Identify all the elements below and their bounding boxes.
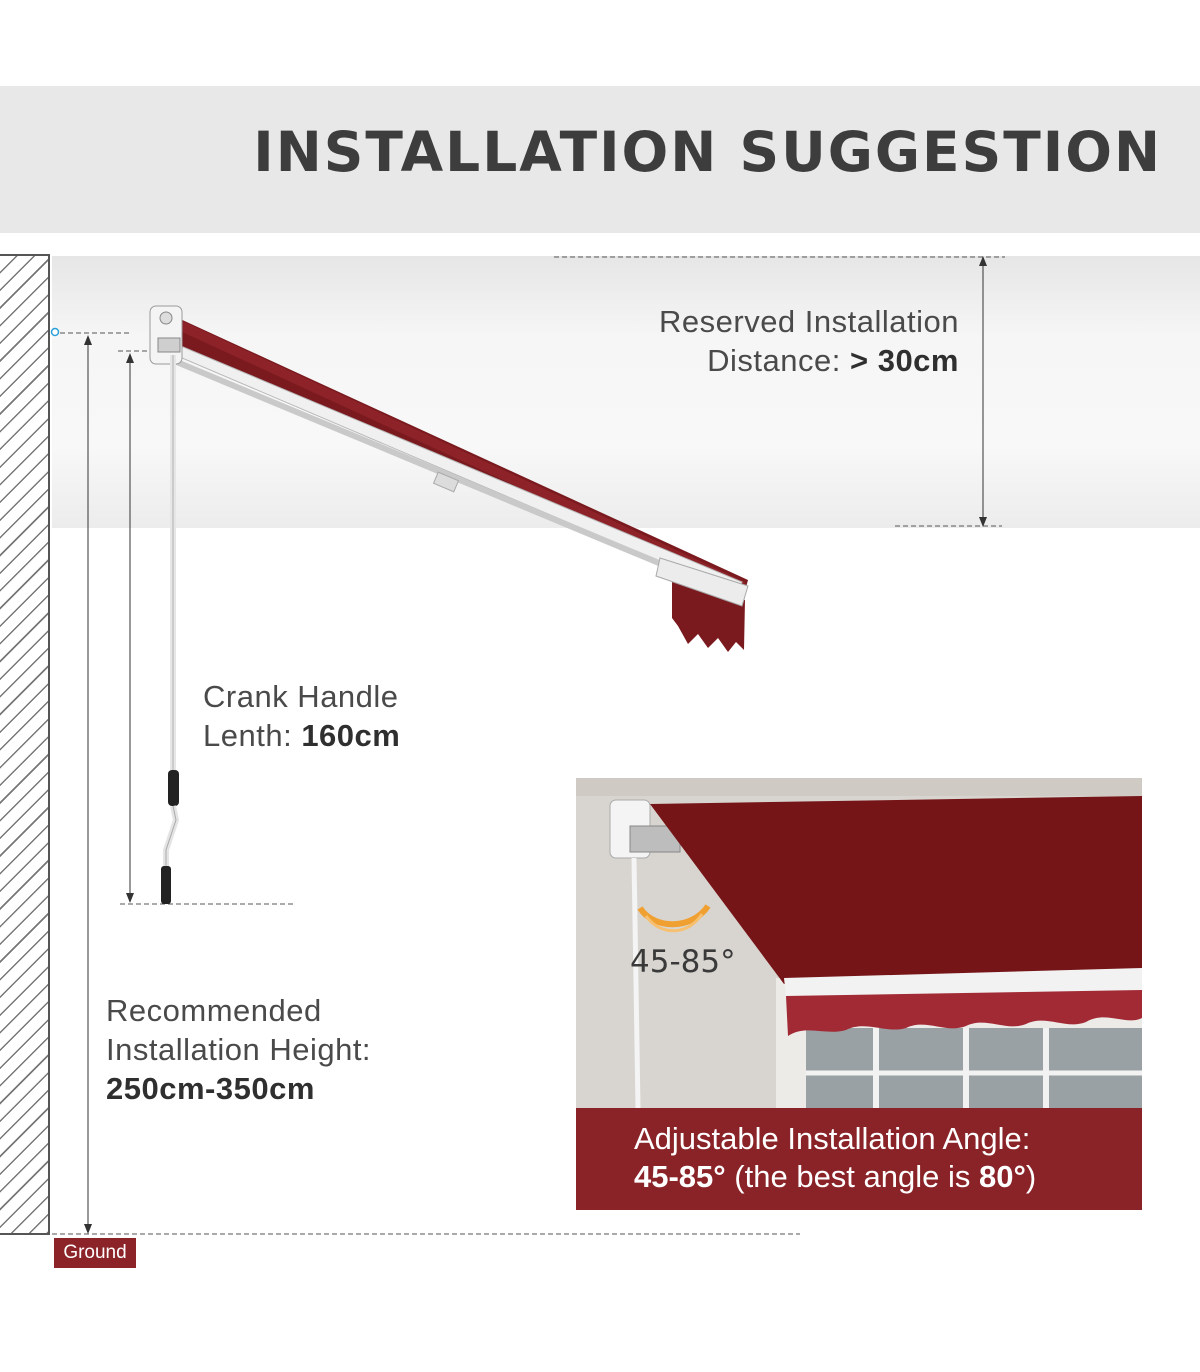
header-band — [0, 86, 1200, 233]
mount-point-marker — [50, 327, 60, 337]
folding-arm — [167, 343, 743, 595]
angle-caption-end: ) — [1025, 1159, 1037, 1194]
angle-caption-best: 80° — [979, 1159, 1026, 1194]
photo-awning-canopy — [650, 796, 1142, 984]
reserved-label-prefix: Distance: — [707, 343, 850, 378]
angle-caption-line1: Adjustable Installation Angle: — [634, 1121, 1031, 1156]
height-arrow — [84, 335, 92, 1234]
angle-caption-mid: (the best angle is — [725, 1159, 980, 1194]
crank-handle — [161, 355, 180, 904]
angle-caption-value: 45-85° — [634, 1159, 726, 1194]
height-label-value: 250cm-350cm — [106, 1071, 315, 1106]
height-label-line2: Installation Height: — [106, 1032, 372, 1067]
angle-photo-panel: 45-85° Adjustable Installation Angle: 45… — [576, 778, 1142, 1210]
crank-length-arrow — [126, 353, 134, 903]
crank-label-value: 160cm — [301, 718, 401, 753]
crank-label-prefix: Lenth: — [203, 718, 302, 753]
reserved-distance-label: Reserved Installation Distance: > 30cm — [659, 302, 959, 380]
page-title: INSTALLATION SUGGESTION — [253, 120, 1162, 184]
reserved-label-line1: Reserved Installation — [659, 304, 959, 339]
reserved-label-value: > 30cm — [849, 343, 959, 378]
reserved-distance-arrow — [979, 256, 987, 527]
crank-label-line1: Crank Handle — [203, 679, 399, 714]
height-label-line1: Recommended — [106, 993, 322, 1028]
angle-caption: Adjustable Installation Angle: 45-85° (t… — [576, 1108, 1142, 1210]
angle-range-label: 45-85° — [630, 944, 736, 980]
crank-length-label: Crank Handle Lenth: 160cm — [203, 677, 400, 755]
front-bar — [655, 557, 749, 607]
wall-bracket — [149, 305, 183, 365]
ground-tag: Ground — [54, 1238, 136, 1268]
photo-awning-valance — [786, 990, 1142, 1036]
wall-hatch — [0, 254, 50, 1235]
angle-arc-icon — [637, 904, 711, 928]
height-label: Recommended Installation Height: 250cm-3… — [106, 991, 371, 1108]
